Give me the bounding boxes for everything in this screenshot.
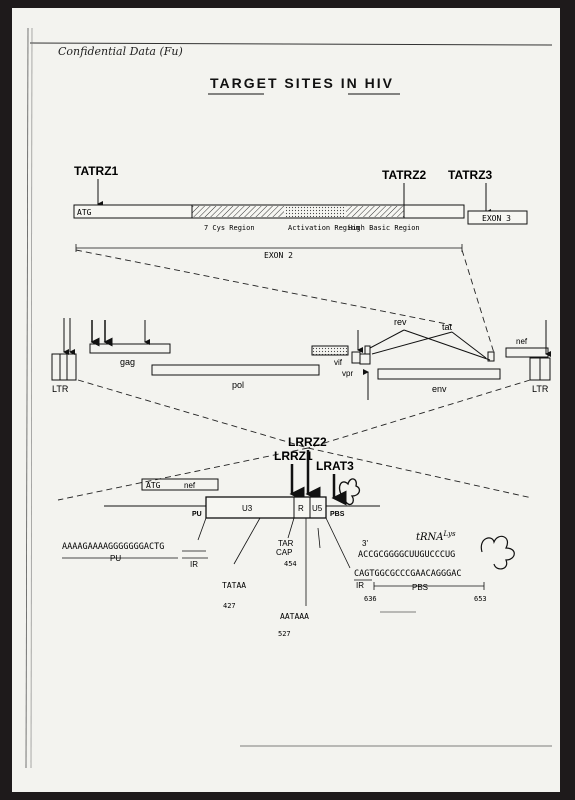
target-label-tatrz2: TATRZ2 [382,168,427,182]
tat-label: tat [442,322,453,332]
env-box [377,368,501,380]
rev-exon1-box [364,345,371,355]
ltr-box [205,496,327,519]
top-rule [29,42,553,46]
rev-splice-1 [369,329,405,349]
pu-sequence-label: PU [110,554,121,563]
basic-region-fill [346,206,404,217]
atg-nef-box [141,478,219,491]
handwritten-note: Confidential Data (Fu) [58,45,183,58]
segment-r: R [298,504,304,513]
page-title: TARGET SITES IN HIV [210,75,394,91]
cap-connector [287,517,295,539]
tataa-label: TATAA [222,581,246,590]
region-label-cys: 7 Cys Region [204,224,255,232]
target-label-lrat3: LRAT3 [316,459,354,473]
hiv-target-sites-figure: Confidential Data (Fu) TARGET SITES IN H… [25,27,553,769]
trna-label: tRNALys [416,530,456,543]
position-653: 653 [474,595,487,603]
atg-label: ATG [77,208,92,217]
tat-exon2-mini [487,351,495,362]
zoom-line-ltr-right-b [307,447,533,499]
pu-sequence: AAAAGAAAAGGGGGGGACTG [62,542,164,552]
cys-region-fill [192,206,284,217]
pu-marker: PU [192,511,202,518]
trna-sequence: ACCGCGGGGCUUGUCCCUG [358,550,455,560]
tataa-connector [233,517,261,565]
pbs-connector [325,517,351,569]
target-label-lrrz1: LRRZ1 [274,449,313,463]
target-label-tatrz1: TATRZ1 [74,164,119,178]
aataaa-label: AATAAA [280,612,309,621]
vpr-label: vpr [342,369,353,378]
pu-connector [197,517,207,541]
ltr-left-label: LTR [52,384,69,394]
zoom-line-tat-left [75,249,453,326]
position-636: 636 [364,595,377,603]
tat-splice-1 [371,331,453,355]
document-page: Confidential Data (Fu) TARGET SITES IN H… [12,8,560,792]
target-label-tatrz3: TATRZ3 [448,168,493,182]
region-label-basic: High Basic Region [348,224,420,232]
zoom-line-ltr-right-a [307,379,531,449]
ir-right-label: IR [356,581,364,590]
segment-u5: U5 [312,504,323,513]
ltr-nef-label: nef [184,481,196,490]
three-prime-label: 3' [362,539,368,548]
vpr-box [359,353,371,365]
cap-position: 454 [284,560,297,568]
ltr-right-label: LTR [532,384,549,394]
ir-left-label: IR [190,560,198,569]
trna-cloverleaf [480,535,515,570]
rev-label: rev [394,317,407,327]
cap-label: CAP [276,548,292,557]
pol-label: pol [232,380,244,390]
tataa-position: 427 [223,602,236,610]
ltr-left-box [51,353,77,381]
left-margin-line [25,27,29,769]
gag-box [89,343,171,354]
aataaa-position: 527 [278,630,291,638]
vif-label: vif [334,358,343,367]
segment-u3: U3 [242,504,253,513]
pol-box [151,364,320,376]
gag-label: gag [120,357,135,367]
exon3-label: EXON 3 [482,214,511,223]
target-label-lrrz2: LRRZ2 [288,435,327,449]
activation-region-fill [284,206,346,217]
rev-splice-2 [403,329,491,361]
exon3-box [467,210,528,225]
tar-label: TAR [278,539,294,548]
ltr-detail: LRRZ2 LRRZ1 LRAT3 ATG nef U3 R U5 PU PBS… [62,435,515,638]
tat-splice-2 [451,331,487,359]
pbs-dna-sequence: CAGTGGCGCCCGAACAGGGAC [354,569,461,579]
pbs-marker: PBS [330,511,345,518]
nef-label: nef [516,337,528,346]
pbs-span-label: PBS [412,583,428,592]
vif-box [311,345,349,356]
hiv-genome-map: LTR gag pol vif vpr rev tat env [51,317,551,400]
zoom-line-ltr-left-b [57,447,309,501]
region-label-activation: Activation Region [288,224,360,232]
tat-exon1-box [351,351,361,364]
u5-tick [317,527,321,549]
nef-box [505,347,549,358]
exon2-label: EXON 2 [264,251,293,260]
tat-gene-diagram: TATRZ1 TATRZ2 TATRZ3 ATG EXON 3 7 Cys Re… [73,164,528,260]
zoom-line-ltr-left-a [77,379,309,449]
left-margin-line-2 [30,27,33,769]
zoom-line-tat-right [461,249,495,354]
env-label: env [432,384,447,394]
ltr-atg-label: ATG [146,481,161,490]
trna-loop-small [338,478,361,506]
